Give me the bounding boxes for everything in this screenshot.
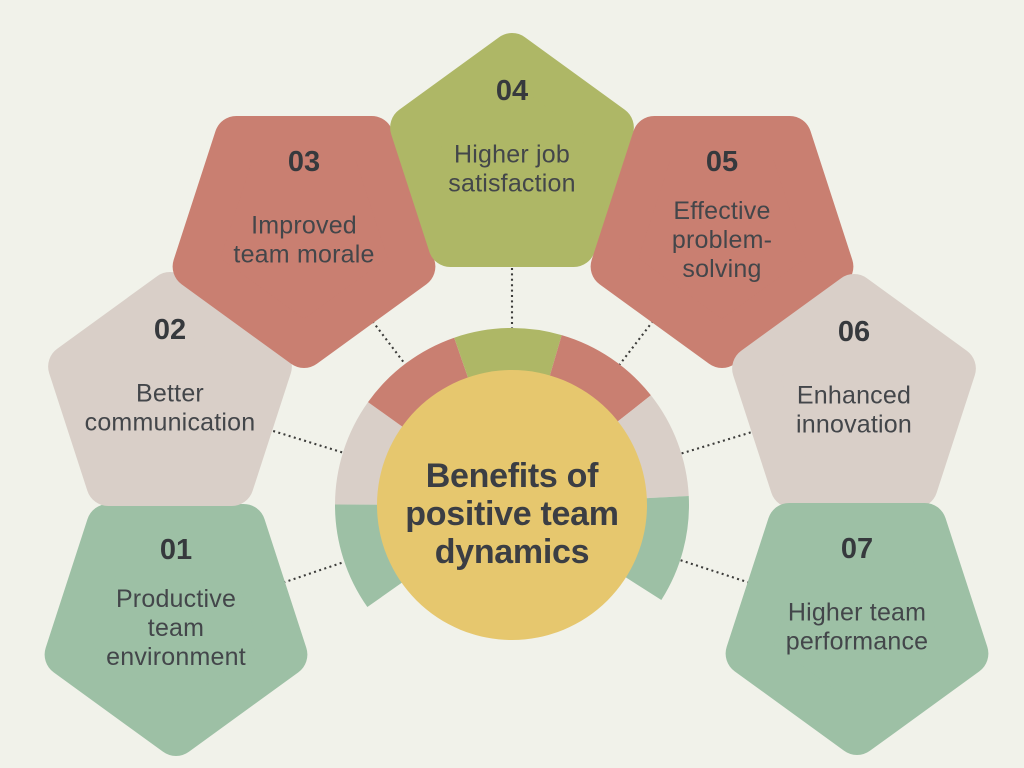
ring-segment-07 — [622, 495, 689, 600]
pentagon-label-line: Better — [136, 379, 204, 407]
pentagon-label-line: environment — [106, 643, 246, 671]
pentagon-label-line: team morale — [233, 240, 374, 268]
pentagon-number: 04 — [496, 75, 528, 107]
center-title-line: dynamics — [435, 533, 589, 571]
ring-segment-06 — [614, 395, 689, 499]
pentagon-shape-06 — [732, 274, 976, 508]
pentagon-number: 02 — [154, 314, 186, 346]
pentagon-number: 06 — [838, 316, 870, 348]
pentagon-label-line: Higher team — [788, 598, 926, 626]
pentagon-shape-02 — [48, 272, 292, 506]
pentagon-label-line: Enhanced — [797, 381, 911, 409]
center-circle — [377, 370, 647, 640]
pentagon-label-line: Productive — [116, 585, 236, 613]
center-title-line: Benefits of — [426, 457, 599, 495]
pentagon-number: 07 — [841, 533, 873, 565]
pentagon-label-line: communication — [85, 408, 256, 436]
ring-segment-05 — [548, 335, 651, 425]
pentagon-label-line: Higher job — [454, 140, 570, 168]
pentagon-shape-01 — [44, 503, 308, 756]
pentagon-label-line: Effective — [673, 197, 770, 225]
ring-segment-01 — [334, 503, 406, 608]
pentagon-number: 03 — [288, 146, 320, 178]
ring-segment-02 — [335, 402, 406, 506]
pentagon-label-line: satisfaction — [448, 169, 575, 197]
ring-segment-03 — [368, 337, 470, 430]
pentagon-shape-04 — [390, 33, 634, 267]
pentagon-label-line: solving — [682, 255, 761, 283]
center-title-line: positive team — [405, 495, 618, 533]
pentagon-shape-05 — [590, 115, 854, 368]
pentagon-label-line: innovation — [796, 410, 912, 438]
pentagon-shape-07 — [725, 502, 989, 755]
pentagon-number: 01 — [160, 534, 192, 566]
pentagon-number: 05 — [706, 146, 738, 178]
pentagon-label-line: team — [148, 614, 204, 642]
center-ring — [334, 328, 689, 608]
pentagon-shape-03 — [172, 115, 436, 368]
pentagon-label-line: Improved — [251, 211, 357, 239]
ring-segment-04 — [454, 328, 562, 382]
pentagon-label-line: problem- — [672, 226, 772, 254]
pentagon-label-line: performance — [786, 627, 929, 655]
